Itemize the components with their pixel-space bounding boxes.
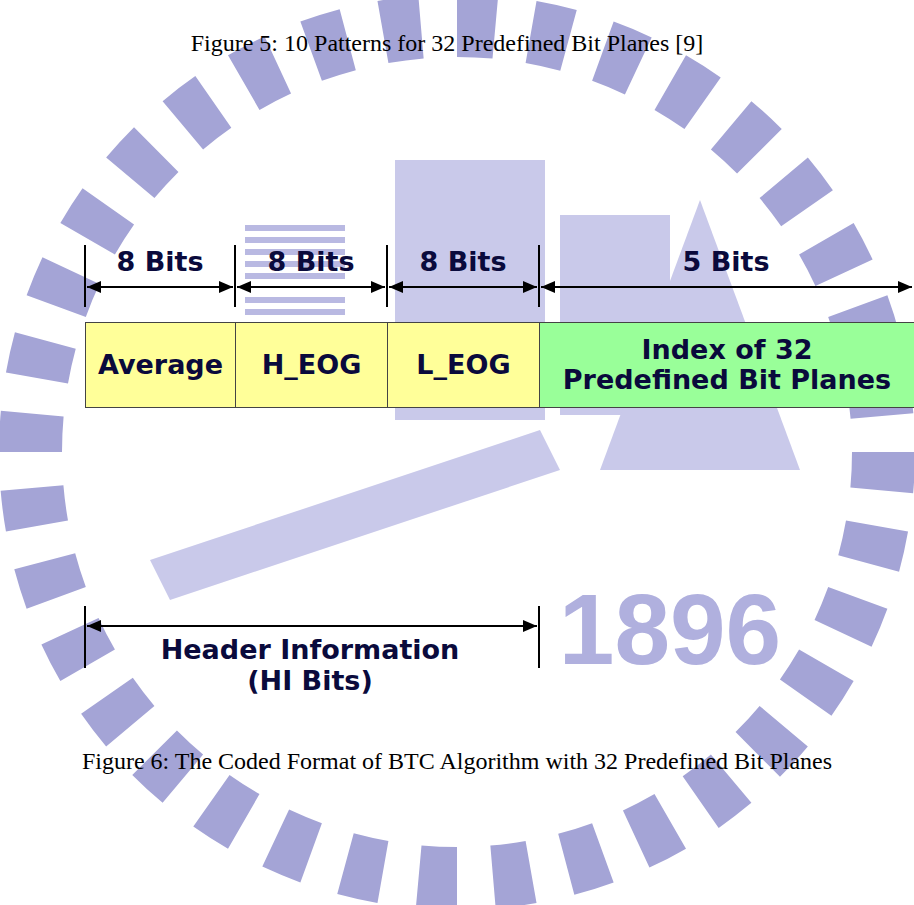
dimension-arrow — [389, 286, 537, 288]
bit-width-label: 8 Bits — [268, 246, 355, 277]
dimension-arrow — [541, 286, 912, 288]
dimension-tick — [538, 606, 540, 668]
field-box: L_EOG — [387, 322, 540, 408]
watermark-ray — [60, 188, 134, 254]
watermark-ray — [6, 332, 76, 383]
watermark-ray — [558, 823, 613, 895]
watermark-ray — [655, 55, 721, 129]
field-label: L_EOG — [416, 350, 510, 380]
index-box: Index of 32 Predefined Bit Planes — [539, 322, 914, 408]
watermark-ray — [799, 223, 873, 286]
watermark-ray — [760, 158, 833, 227]
field-label: H_EOG — [262, 350, 362, 380]
dimension-arrow — [87, 286, 233, 288]
dimension-tick — [84, 606, 86, 668]
watermark-ray — [1, 485, 68, 531]
watermark-ray — [262, 810, 322, 883]
dimension-tick — [538, 245, 540, 307]
dimension-tick — [84, 245, 86, 307]
field-label: Index of 32 Predefined Bit Planes — [558, 335, 896, 394]
dimension-tick — [386, 245, 388, 307]
watermark-ray — [815, 587, 888, 647]
watermark-ray — [623, 794, 686, 868]
watermark-ray — [106, 127, 178, 198]
watermark-ray — [490, 841, 536, 905]
watermark-ray — [337, 833, 388, 903]
bit-width-label: 8 Bits — [117, 246, 204, 277]
watermark-ray — [416, 845, 457, 905]
header-bracket-label: Header Information (HI Bits) — [150, 634, 470, 696]
watermark-year: 1896 — [559, 572, 781, 687]
watermark-stroke — [150, 430, 560, 600]
dimension-arrow — [237, 286, 385, 288]
dimension-arrow — [87, 625, 537, 627]
dimension-tick — [234, 245, 236, 307]
field-box: Average — [85, 322, 236, 408]
watermark-ray — [41, 618, 115, 681]
figure-caption: Figure 6: The Coded Format of BTC Algori… — [82, 748, 832, 776]
watermark-ray — [780, 650, 854, 716]
watermark-ray — [838, 521, 908, 572]
field-box: H_EOG — [235, 322, 388, 408]
field-label: Average — [98, 350, 223, 380]
watermark-ray — [193, 775, 259, 849]
watermark-ray — [0, 411, 64, 452]
watermark-ray — [711, 101, 782, 173]
watermark-ray — [81, 678, 154, 747]
figure-caption: Figure 5: 10 Patterns for 32 Predefined … — [191, 30, 704, 58]
bit-width-label: 8 Bits — [420, 246, 507, 277]
watermark-ray — [163, 76, 232, 149]
watermark-ray — [850, 452, 914, 493]
watermark-ray — [14, 553, 86, 608]
bit-width-label: 5 Bits — [683, 246, 770, 277]
